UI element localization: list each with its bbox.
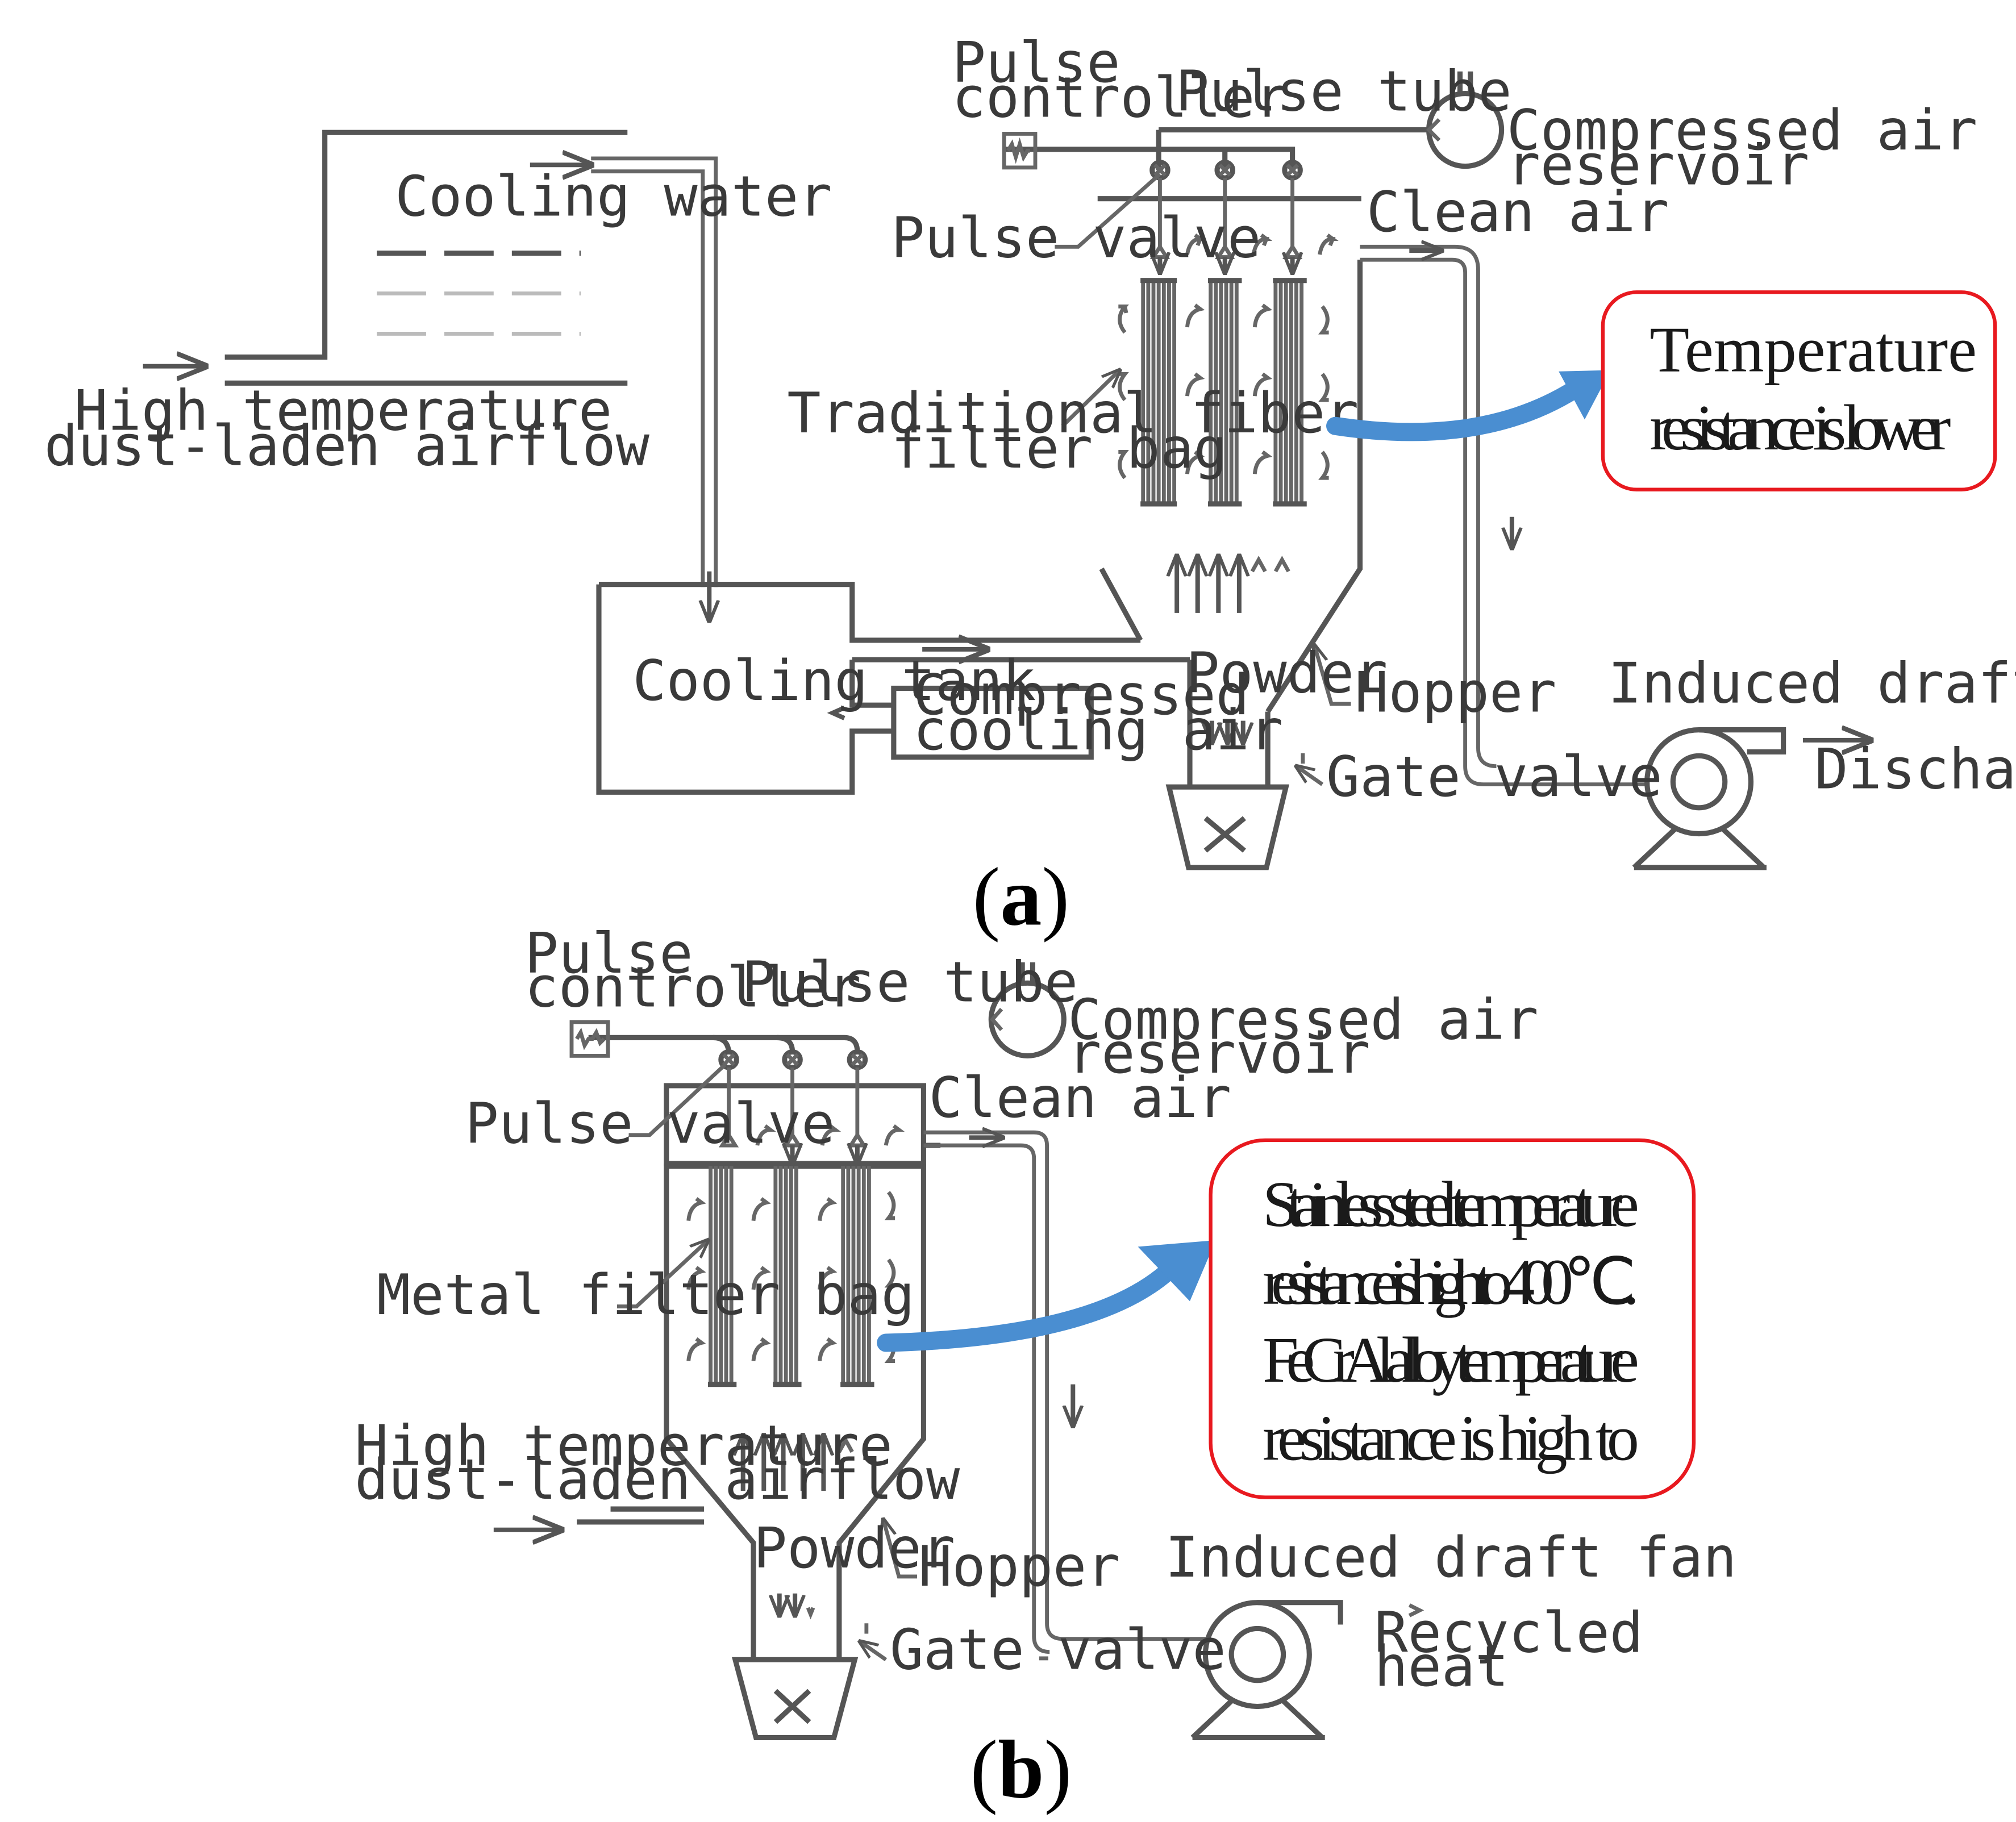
collector-body-a bbox=[1097, 196, 1363, 870]
cooling-air-label-1: Compressed bbox=[913, 663, 1249, 728]
cooling-water-duct bbox=[143, 130, 628, 386]
powder-label: Powder bbox=[1186, 641, 1388, 706]
fan-a bbox=[1632, 730, 1871, 870]
pulse-controller-label-b-1: Pulse bbox=[525, 922, 693, 986]
callout-b-line-1: Stainless steel temperature bbox=[1263, 1168, 1639, 1240]
clean-air-duct-b bbox=[923, 1132, 1209, 1654]
gate-valve-label-b: Gate valve bbox=[890, 1617, 1226, 1682]
callout-a: Temperature resistance is lower bbox=[1326, 290, 1997, 491]
recycled-heat-label-2: heat bbox=[1374, 1635, 1509, 1699]
callout-b-line-4: resistance is high to bbox=[1263, 1402, 1639, 1474]
hopper-label-b: Hopper bbox=[918, 1535, 1120, 1599]
pulse-controller-label-2: controller bbox=[952, 66, 1289, 131]
callout-a-line-2: resistance is lower bbox=[1650, 391, 1951, 464]
upflow-arrows-b bbox=[743, 1435, 854, 1620]
pulse-valve-label: Pulse valve bbox=[891, 206, 1261, 271]
pulse-controller-label-1: Pulse bbox=[952, 31, 1121, 95]
air-reservoir-label-b-2: reservoir bbox=[1068, 1022, 1371, 1086]
air-reservoir-label-b-1: Compressed air bbox=[1068, 988, 1538, 1053]
callout-a-line-1: Temperature bbox=[1650, 314, 1977, 386]
clean-air-label-b: Clean air bbox=[929, 1066, 1232, 1131]
cooling-tank-label: Cooling tank bbox=[632, 649, 1036, 714]
metal-filter-bags bbox=[666, 1145, 924, 1387]
airflow-curls-b bbox=[686, 1124, 905, 1363]
air-reservoir-label-2: reservoir bbox=[1507, 134, 1810, 198]
filter-bag-label-b: Metal filter bag bbox=[377, 1263, 915, 1328]
collector-body-b bbox=[577, 1083, 941, 1740]
pulse-controller-label-b-2: controller bbox=[525, 956, 861, 1020]
callout-b-line-2: resistance is high to 400 ℃. bbox=[1263, 1246, 1639, 1318]
air-reservoir-label-1: Compressed air bbox=[1507, 98, 1977, 163]
powder-label-b: Powder bbox=[753, 1516, 955, 1581]
air-reservoir-a bbox=[1426, 71, 1505, 169]
inlet-label-2: dust-laden airflow bbox=[44, 414, 650, 478]
panel-a: Pulse controller Pulse tube Compressed a… bbox=[44, 31, 2016, 943]
caption-b: (b) bbox=[970, 1724, 1072, 1816]
callout-b-line-3: FeCrAl alloy temperature bbox=[1263, 1324, 1639, 1396]
inlet-label-1: High temperature bbox=[74, 379, 612, 444]
clean-air-label: Clean air bbox=[1367, 180, 1669, 245]
filter-bag-label-2: filter bag bbox=[891, 416, 1227, 481]
pulse-tube-a bbox=[1002, 127, 1429, 260]
pulse-valve-label-b: Pulse valve bbox=[465, 1092, 835, 1157]
panel-b: Pulse controller Pulse tube Compressed a… bbox=[355, 922, 1736, 1815]
fan-label: Induced draft fan bbox=[1608, 652, 2016, 716]
pulse-tube-label: Pulse tube bbox=[1176, 59, 1512, 124]
air-reservoir-b bbox=[988, 962, 1067, 1058]
upflow-arrows-a bbox=[1177, 556, 1290, 743]
gate-valve-label: Gate valve bbox=[1326, 745, 1663, 810]
hopper-label: Hopper bbox=[1355, 661, 1556, 726]
cooling-water-label: Cooling water bbox=[395, 164, 832, 229]
leader-lines-a bbox=[1055, 172, 1351, 786]
cooling-tank bbox=[596, 582, 1190, 795]
leader-lines-b bbox=[617, 1063, 1048, 1662]
cooling-air-label-2: cooling air bbox=[913, 698, 1283, 763]
pulse-tube-b bbox=[569, 1020, 868, 1148]
fiber-filter-bags bbox=[1140, 257, 1307, 507]
pulse-tube-label-b: Pulse tube bbox=[742, 950, 1078, 1015]
airflow-curls-a bbox=[1118, 233, 1339, 480]
recycled-heat-label-1: Recycled bbox=[1374, 1601, 1643, 1666]
fan-label-b: Induced draft fan bbox=[1165, 1525, 1737, 1590]
caption-a: (a) bbox=[973, 851, 1070, 943]
filter-bag-label-1: Traditional fiber bbox=[787, 381, 1359, 446]
fan-b bbox=[1190, 1600, 1424, 1740]
callout-b: Stainless steel temperature resistance i… bbox=[877, 1138, 1696, 1499]
inlet-label-b-1: High temperature bbox=[355, 1414, 893, 1478]
discharge-label: Discharge bbox=[1814, 737, 2016, 802]
cooling-pipe bbox=[591, 156, 715, 621]
clean-air-duct-a bbox=[1360, 247, 1650, 787]
compressed-cooling-air-box bbox=[891, 685, 1094, 760]
inlet-label-b-2: dust-laden airflow bbox=[355, 1448, 960, 1512]
